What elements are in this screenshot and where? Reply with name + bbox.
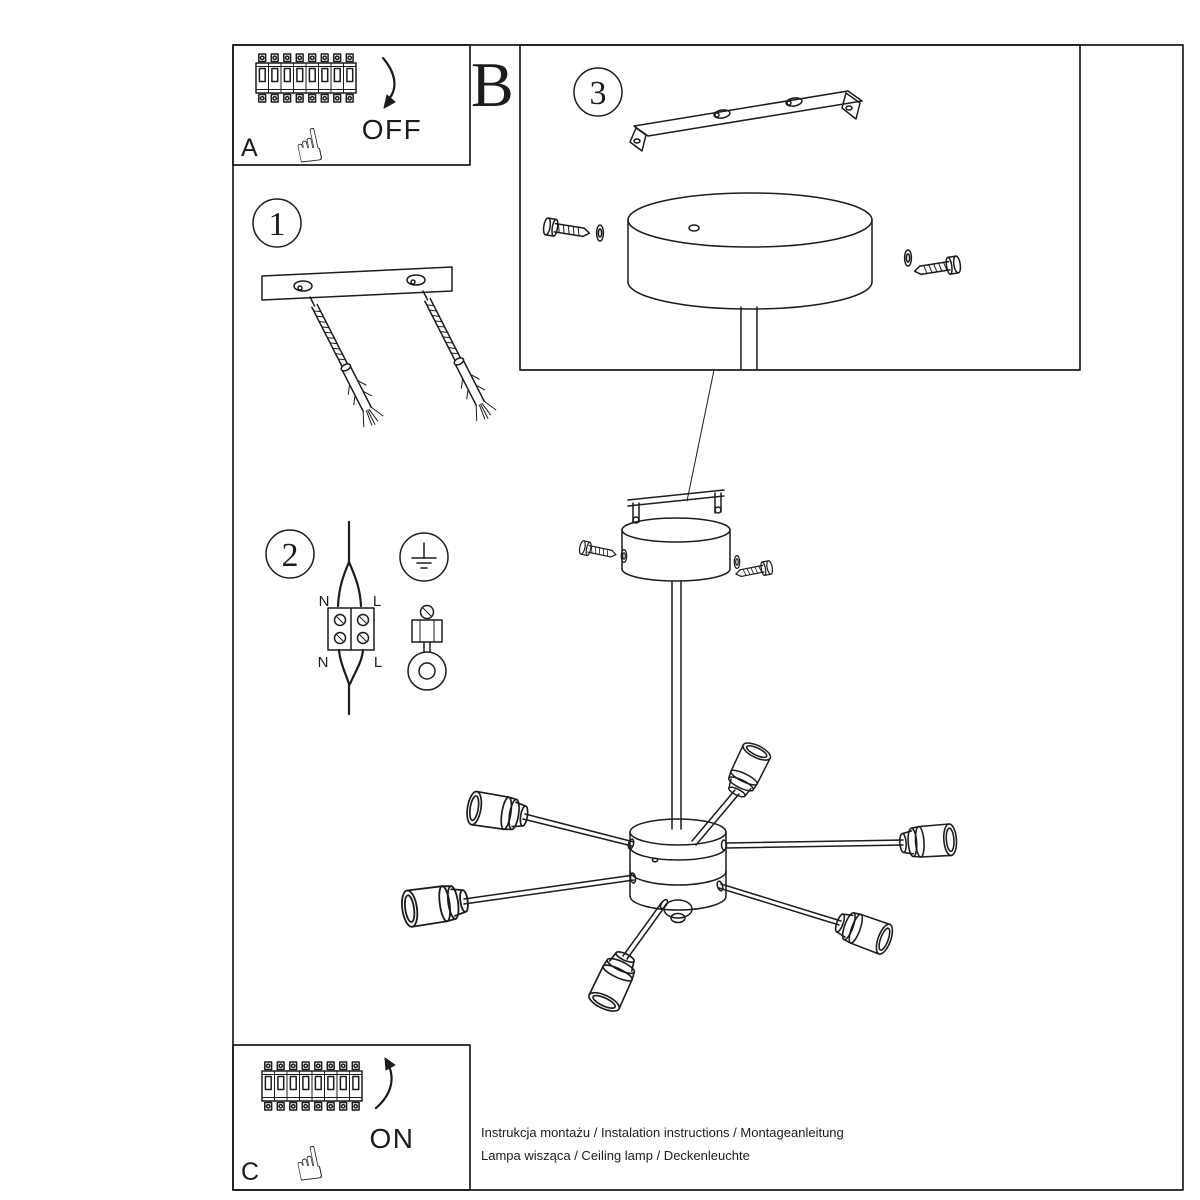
on-label: ON <box>370 1123 415 1154</box>
footer-line-2: Lampa wisząca / Ceiling lamp / Deckenleu… <box>481 1147 750 1163</box>
step1-section: 1 <box>252 198 499 431</box>
lamp-socket-bottom <box>585 946 643 1016</box>
mounting-screw-left-icon <box>541 216 605 243</box>
ground-terminal-illustration <box>407 604 447 691</box>
wall-anchor-right-icon <box>412 285 499 425</box>
lamp-socket-right <box>897 822 959 860</box>
footer-text: Instrukcja montażu / Instalation instruc… <box>481 1122 844 1168</box>
step3-panel: 3 <box>519 44 1081 502</box>
mounting-screw-right-icon <box>903 249 963 281</box>
earth-symbol-icon <box>399 532 449 582</box>
lamp-socket-top <box>721 738 774 803</box>
pressing-hand-icon: ☝ <box>289 117 328 176</box>
lamp-assembly-illustration <box>398 489 959 1016</box>
footer-line-1: Instrukcja montażu / Instalation instruc… <box>481 1125 844 1140</box>
wire-label-l-top: L <box>373 593 381 610</box>
canopy-illustration <box>627 192 873 370</box>
wire-label-l-bottom: L <box>374 654 382 671</box>
wire-label-n-top: N <box>319 593 330 610</box>
wall-anchor-left-icon <box>299 291 386 431</box>
step1-number-badge: 1 <box>269 206 286 243</box>
step2-section: 2 N L N L <box>265 520 449 716</box>
mounting-bracket-illustration <box>629 90 863 152</box>
lamp-socket-lower-left <box>398 881 472 929</box>
page-frame <box>232 44 1184 1191</box>
mounting-bar-illustration <box>261 266 453 301</box>
power-on-panel: ☝ ON C <box>232 1044 471 1194</box>
switch-on-arrow-icon <box>374 1057 396 1110</box>
off-label: OFF <box>362 114 423 145</box>
canopy-screw-right-icon <box>733 554 775 582</box>
breaker-strip-illustration <box>256 54 356 102</box>
pressing-hand-icon: ☝ <box>289 1135 328 1194</box>
power-off-panel: ☝ OFF A <box>232 44 471 176</box>
canopy-screw-left-icon <box>577 539 628 564</box>
step3-number-badge: 3 <box>590 75 607 112</box>
step2-number-badge: 2 <box>282 537 299 574</box>
lamp-socket-lower-right <box>830 906 897 957</box>
switch-off-arrow-icon <box>381 56 396 109</box>
breaker-strip-illustration <box>262 1062 362 1110</box>
lamp-socket-upper-left <box>464 789 531 834</box>
panel-a-label: A <box>241 134 258 162</box>
section-b-label: B <box>471 49 514 120</box>
panel-c-label: C <box>241 1158 259 1186</box>
wire-label-n-bottom: N <box>318 654 329 671</box>
wiring-diagram-illustration <box>327 520 375 716</box>
